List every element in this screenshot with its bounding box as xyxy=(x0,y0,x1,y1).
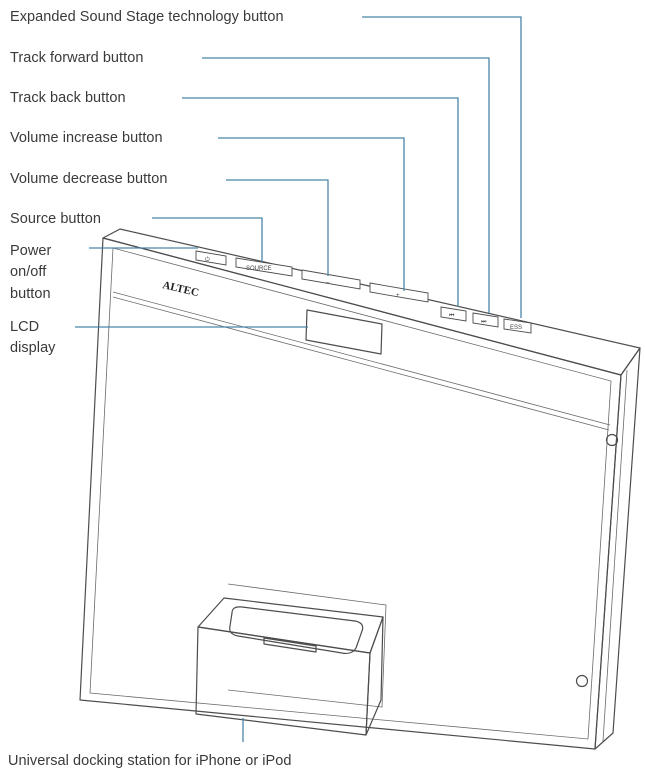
track-back-symbol: ⏮ xyxy=(449,313,455,319)
docking-station xyxy=(196,584,386,735)
top-face xyxy=(103,229,640,375)
front-seam-lower xyxy=(113,292,610,425)
speaker-body xyxy=(80,229,640,749)
source-label: SOURCE xyxy=(246,266,272,272)
dock-recess xyxy=(228,584,386,707)
right-side-face xyxy=(595,348,640,749)
leader-track-forward xyxy=(202,58,489,313)
front-seam-upper xyxy=(113,297,609,430)
dock-side xyxy=(366,617,383,735)
volume-decrease-button[interactable] xyxy=(302,270,360,289)
ess-label: ESS xyxy=(510,325,522,331)
volume-increase-symbol: + xyxy=(396,293,400,299)
power-symbol: ⏻ xyxy=(205,256,210,263)
leader-lines xyxy=(75,17,521,742)
side-port-lower xyxy=(577,676,588,687)
track-forward-symbol: ⏭ xyxy=(481,319,487,325)
dock-cradle xyxy=(230,607,363,654)
side-port-upper xyxy=(607,435,618,446)
side-inner-edge xyxy=(603,370,627,741)
front-inner-frame xyxy=(90,248,611,739)
altec-logo: ALTEC xyxy=(161,279,200,299)
leader-ess xyxy=(362,17,521,318)
power-button[interactable] xyxy=(196,251,226,265)
front-face xyxy=(80,238,621,749)
